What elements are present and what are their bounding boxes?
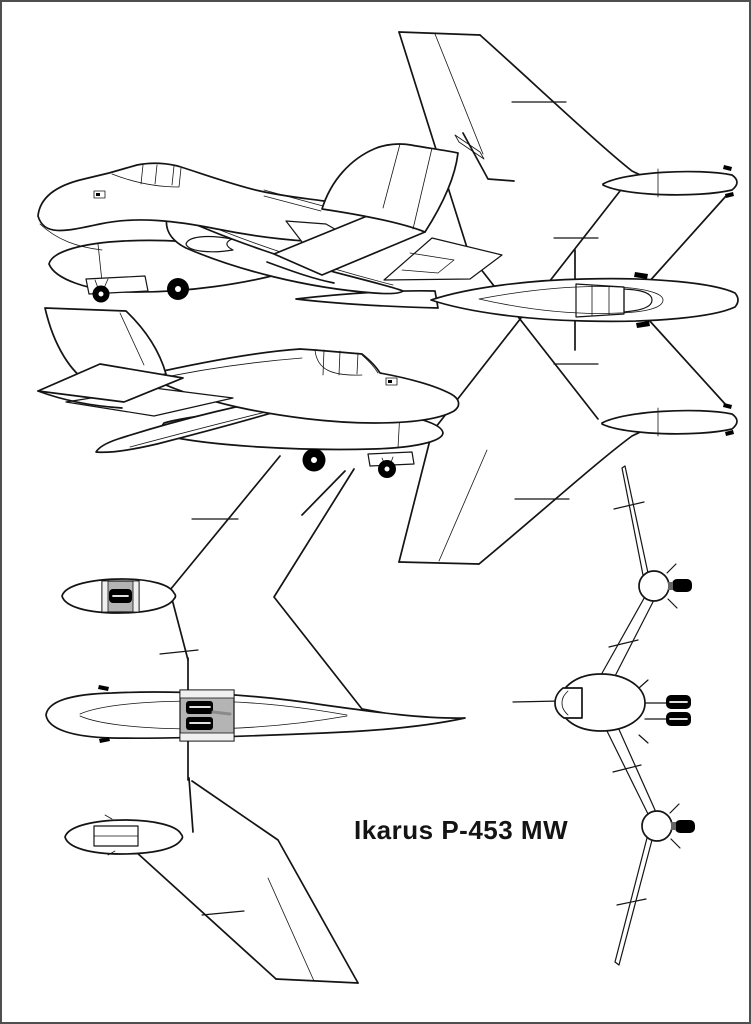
pod-wheel-mark — [723, 403, 732, 409]
drawing-title: Ikarus P-453 MW — [354, 815, 569, 845]
gear-door — [367, 451, 415, 467]
bottom-right-wing — [123, 780, 359, 984]
front-lower-wing — [605, 724, 656, 966]
side-lower-canopy — [314, 349, 379, 376]
plan-left-wing-pod — [602, 165, 738, 198]
top-plan-view — [295, 31, 739, 565]
front-upper-wing — [600, 465, 656, 681]
fuselage-marking — [93, 190, 106, 199]
center-engine-bay — [179, 689, 235, 742]
side-view-upper — [37, 143, 503, 303]
vertical-fin — [321, 143, 459, 233]
side-view-lower — [37, 307, 460, 478]
outrigger-wheel — [675, 820, 695, 833]
pod-wheel-mark — [725, 430, 734, 436]
plan-left-wing — [398, 31, 656, 420]
front-fuselage — [554, 673, 691, 744]
side-upper-canopy — [111, 164, 182, 188]
front-upper-pod — [638, 563, 692, 609]
pitot-tube — [512, 700, 561, 703]
plan-canopy — [575, 283, 653, 318]
side-lower-fuselage — [144, 348, 460, 424]
front-canopy — [554, 687, 583, 719]
nose-mark — [98, 685, 109, 691]
side-lower-tail — [37, 307, 234, 417]
bottom-right-pod — [64, 814, 184, 856]
bottom-fuselage — [45, 685, 466, 743]
outrigger-wheel — [672, 579, 692, 592]
front-lower-pod — [641, 803, 695, 849]
plan-right-wing-pod — [601, 403, 738, 437]
front-view — [512, 465, 695, 966]
bottom-wing-lines — [159, 455, 435, 833]
side-upper-tail — [263, 143, 503, 284]
fuselage-marking — [385, 377, 398, 386]
intake-scoop — [185, 235, 234, 253]
pod-wheel-mark — [723, 165, 732, 171]
landing-gear-wheels — [92, 278, 189, 303]
bottom-plan-view — [45, 455, 466, 984]
landing-gear-wheels — [302, 448, 396, 478]
nose-mark — [99, 737, 110, 743]
fuselage-side-mark — [636, 321, 650, 328]
plan-fuselage — [295, 272, 739, 328]
bottom-left-pod — [61, 578, 177, 614]
fuselage-side-mark — [634, 272, 648, 279]
pod-wheel-mark — [725, 192, 734, 198]
